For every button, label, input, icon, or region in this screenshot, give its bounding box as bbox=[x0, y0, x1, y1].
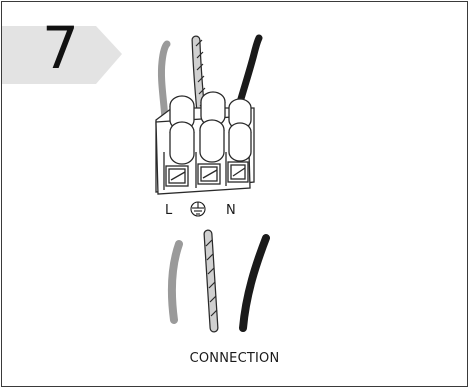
live-wire-bottom bbox=[167, 240, 183, 324]
earth-ground-icon bbox=[190, 201, 206, 217]
step-number: 7 bbox=[42, 14, 79, 82]
diagram-caption: CONNECTION bbox=[189, 351, 280, 366]
live-terminal-label: L bbox=[165, 203, 173, 218]
neutral-terminal-label: N bbox=[226, 203, 236, 218]
wiring-diagram: L N bbox=[155, 34, 270, 333]
live-wire-top bbox=[157, 40, 171, 124]
neutral-wire-bottom bbox=[239, 234, 270, 332]
earth-wire-bottom bbox=[203, 229, 219, 333]
step-tab-arrow bbox=[2, 26, 122, 84]
terminal-block bbox=[155, 91, 255, 195]
